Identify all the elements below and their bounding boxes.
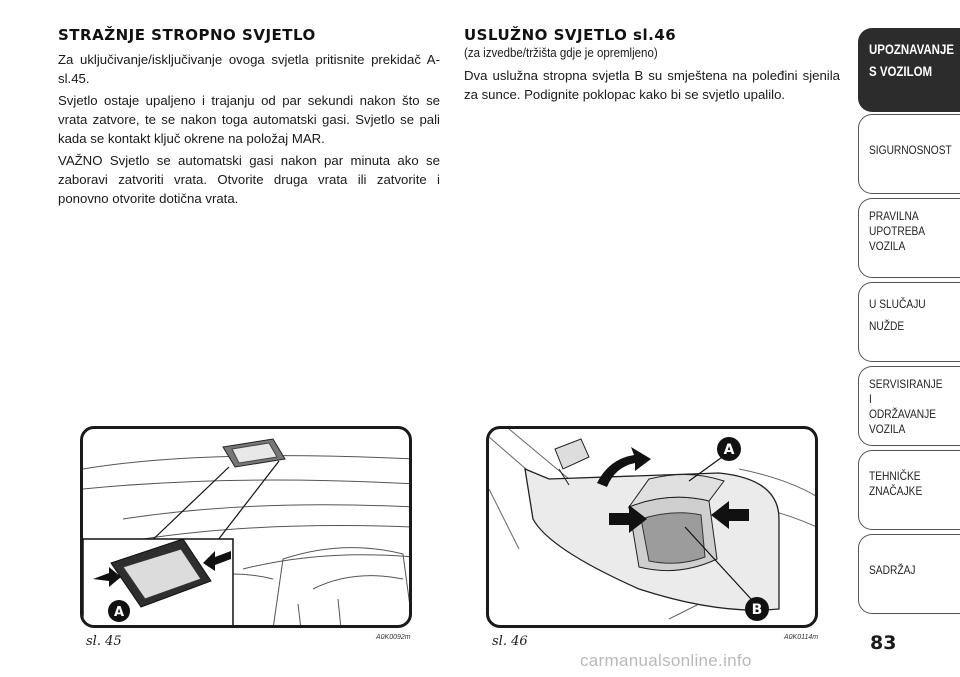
dome-lamp-small — [222, 438, 286, 468]
paragraph: Svjetlo ostaje upaljeno i trajanju od pa… — [58, 93, 440, 146]
figure-46-illustration: A B — [486, 426, 818, 628]
page-number: 83 — [870, 632, 897, 654]
sun-visor-light-drawing: A B — [489, 429, 815, 621]
left-section: STRAŽNJE STROPNO SVJETLO Za uključivanje… — [58, 26, 440, 211]
section-title-rear-light: STRAŽNJE STROPNO SVJETLO — [58, 26, 316, 44]
tab-sadrzaj[interactable]: SADRŽAJ — [858, 534, 960, 614]
tab-sigurnosnost[interactable]: SIGURNOSNOST — [858, 114, 960, 194]
callout-b-label: B — [752, 602, 763, 618]
mirror-cover — [627, 473, 725, 509]
paragraph: VAŽNO Svjetlo se automatski gasi nakon p… — [58, 153, 440, 206]
tab-pravilna-upotreba[interactable]: PRAVILNA UPOTREBA VOZILA — [858, 198, 960, 278]
tab-tehnicke-znacajke[interactable]: TEHNIČKE ZNAČAJKE — [858, 450, 960, 530]
section-title-courtesy-light: USLUŽNO SVJETLO sl.46 — [464, 26, 677, 44]
tab-label: TEHNIČKE ZNAČAJKE — [869, 469, 923, 498]
callout-a-label: A — [724, 442, 735, 458]
figure-45-code: A0K0092m — [376, 634, 411, 641]
tab-label: SIGURNOSNOST — [869, 143, 952, 157]
tab-label: UPOZNAVANJE S VOZILOM — [869, 42, 955, 79]
tab-label: SADRŽAJ — [869, 563, 916, 577]
section-subtitle: (za izvedbe/tržišta gdje je opremljeno) — [464, 46, 658, 60]
figure-46-caption: sl. 46 — [492, 634, 528, 649]
rear-dome-light-drawing: A — [83, 438, 409, 625]
tab-upoznavanje[interactable]: UPOZNAVANJE S VOZILOM — [858, 28, 960, 112]
figure-45-caption: sl. 45 — [86, 634, 122, 649]
callout-a-label: A — [114, 605, 124, 620]
figure-46-code: A0K0114m — [784, 634, 819, 641]
figure-45-illustration: A — [80, 426, 412, 628]
paragraph: Za uključivanje/isključivanje ovoga svje… — [58, 52, 440, 86]
tab-servisiranje[interactable]: SERVISIRANJE I ODRŽAVANJE VOZILA — [858, 366, 960, 446]
tab-label: PRAVILNA UPOTREBA VOZILA — [869, 209, 926, 253]
watermark: carmanualsonline.info — [580, 651, 752, 670]
tab-u-slucaju-nuzde[interactable]: U SLUČAJU NUŽDE — [858, 282, 960, 362]
tab-label: SERVISIRANJE I ODRŽAVANJE VOZILA — [869, 377, 943, 436]
right-section: USLUŽNO SVJETLO sl.46 (za izvedbe/tržišt… — [464, 26, 840, 107]
tab-label: U SLUČAJU NUŽDE — [869, 297, 926, 333]
paragraph: Dva uslužna stropna svjetla B su smješte… — [464, 68, 840, 102]
